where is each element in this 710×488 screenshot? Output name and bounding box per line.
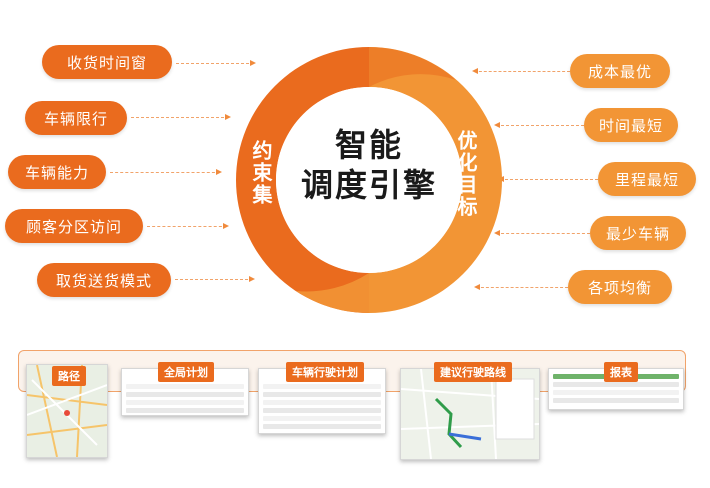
constraint-pill-customer-zone: 顾客分区访问 [5,209,143,243]
objective-ring-half [369,47,502,313]
engine-ring [236,47,502,313]
objective-pill-time: 时间最短 [584,108,678,142]
engine-title-line1: 智能 [334,126,403,164]
constraint-arrow [175,276,255,282]
ring-label-constraints: 约束集 [249,140,273,206]
constraint-pill-vehicle-capacity: 车辆能力 [8,155,106,189]
constraint-arrow [176,60,256,66]
objective-arrow [474,284,568,290]
constraint-arrow [147,223,229,229]
route-graphic [401,369,539,459]
screen-tag-report: 报表 [604,362,638,382]
constraint-pill-vehicle-restriction: 车辆限行 [25,101,127,135]
engine-title-line2: 调度引擎 [300,166,437,204]
objective-pill-mileage: 里程最短 [598,162,696,196]
constraint-ring-half [236,47,369,313]
engine-title: 智能 调度引擎 [279,125,459,205]
objective-arrow [494,122,584,128]
screen-tag-route: 路径 [52,366,86,386]
constraint-pill-time-window: 收货时间窗 [42,45,172,79]
objective-pill-balance: 各项均衡 [568,270,672,304]
suggested-route-thumbnail [400,368,540,460]
screen-tag-global-plan: 全局计划 [158,362,214,382]
vehicle-plan-thumbnail [258,368,386,434]
ring-swirl-bottom [296,273,369,313]
objective-arrow [494,230,590,236]
screen-tag-vehicle-plan: 车辆行驶计划 [286,362,364,382]
ring-swirl-top [369,47,456,87]
constraint-arrow [131,114,231,120]
objective-arrow [498,176,598,182]
screen-tag-suggested-route: 建议行驶路线 [434,362,512,382]
constraint-pill-pickup-delivery: 取货送货模式 [37,263,171,297]
objective-pill-cost: 成本最优 [570,54,670,88]
ring-label-objectives: 优化目标 [454,130,478,218]
objective-arrow [472,68,570,74]
objective-pill-vehicles: 最少车辆 [590,216,686,250]
constraint-arrow [110,169,222,175]
